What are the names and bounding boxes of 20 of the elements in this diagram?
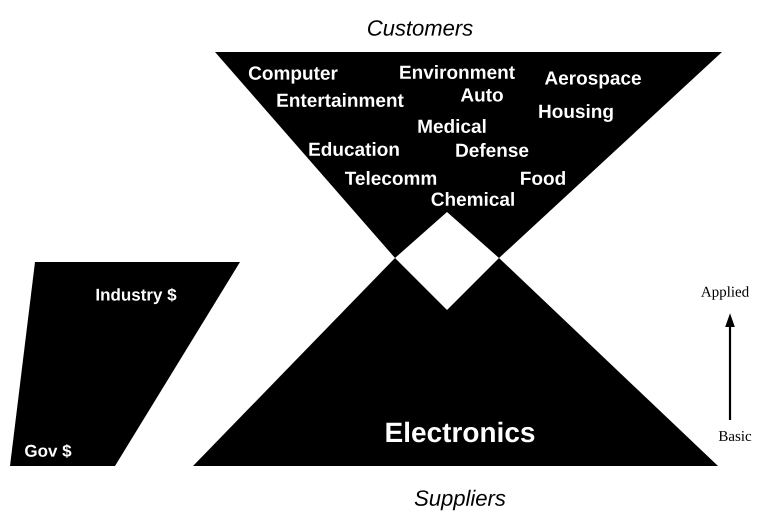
inverted-triangle bbox=[215, 52, 722, 258]
sector-label: Food bbox=[521, 171, 565, 185]
sector-label: Education bbox=[309, 142, 399, 156]
funding-label: Industry $ bbox=[96, 288, 176, 304]
sector-label: Housing bbox=[539, 104, 613, 122]
sector-label: Entertainment bbox=[277, 93, 404, 107]
heading: Customers bbox=[368, 20, 473, 36]
funding-label: Gov $ bbox=[25, 444, 72, 458]
sector-label: Medical bbox=[418, 119, 486, 133]
sector-label: Electronics bbox=[386, 422, 534, 442]
sector-label: Environment bbox=[400, 65, 515, 79]
axis-label: Applied bbox=[700, 286, 749, 300]
sector-label: Defense bbox=[456, 143, 528, 157]
parallelogram bbox=[10, 262, 240, 466]
sector-label: Auto bbox=[460, 88, 503, 102]
heading: Suppliers bbox=[414, 490, 506, 510]
sector-label: Computer bbox=[248, 66, 338, 84]
sector-label: Chemical bbox=[432, 192, 514, 206]
sector-label: Telecomm bbox=[344, 171, 436, 185]
sector-label: Aerospace bbox=[544, 71, 641, 88]
